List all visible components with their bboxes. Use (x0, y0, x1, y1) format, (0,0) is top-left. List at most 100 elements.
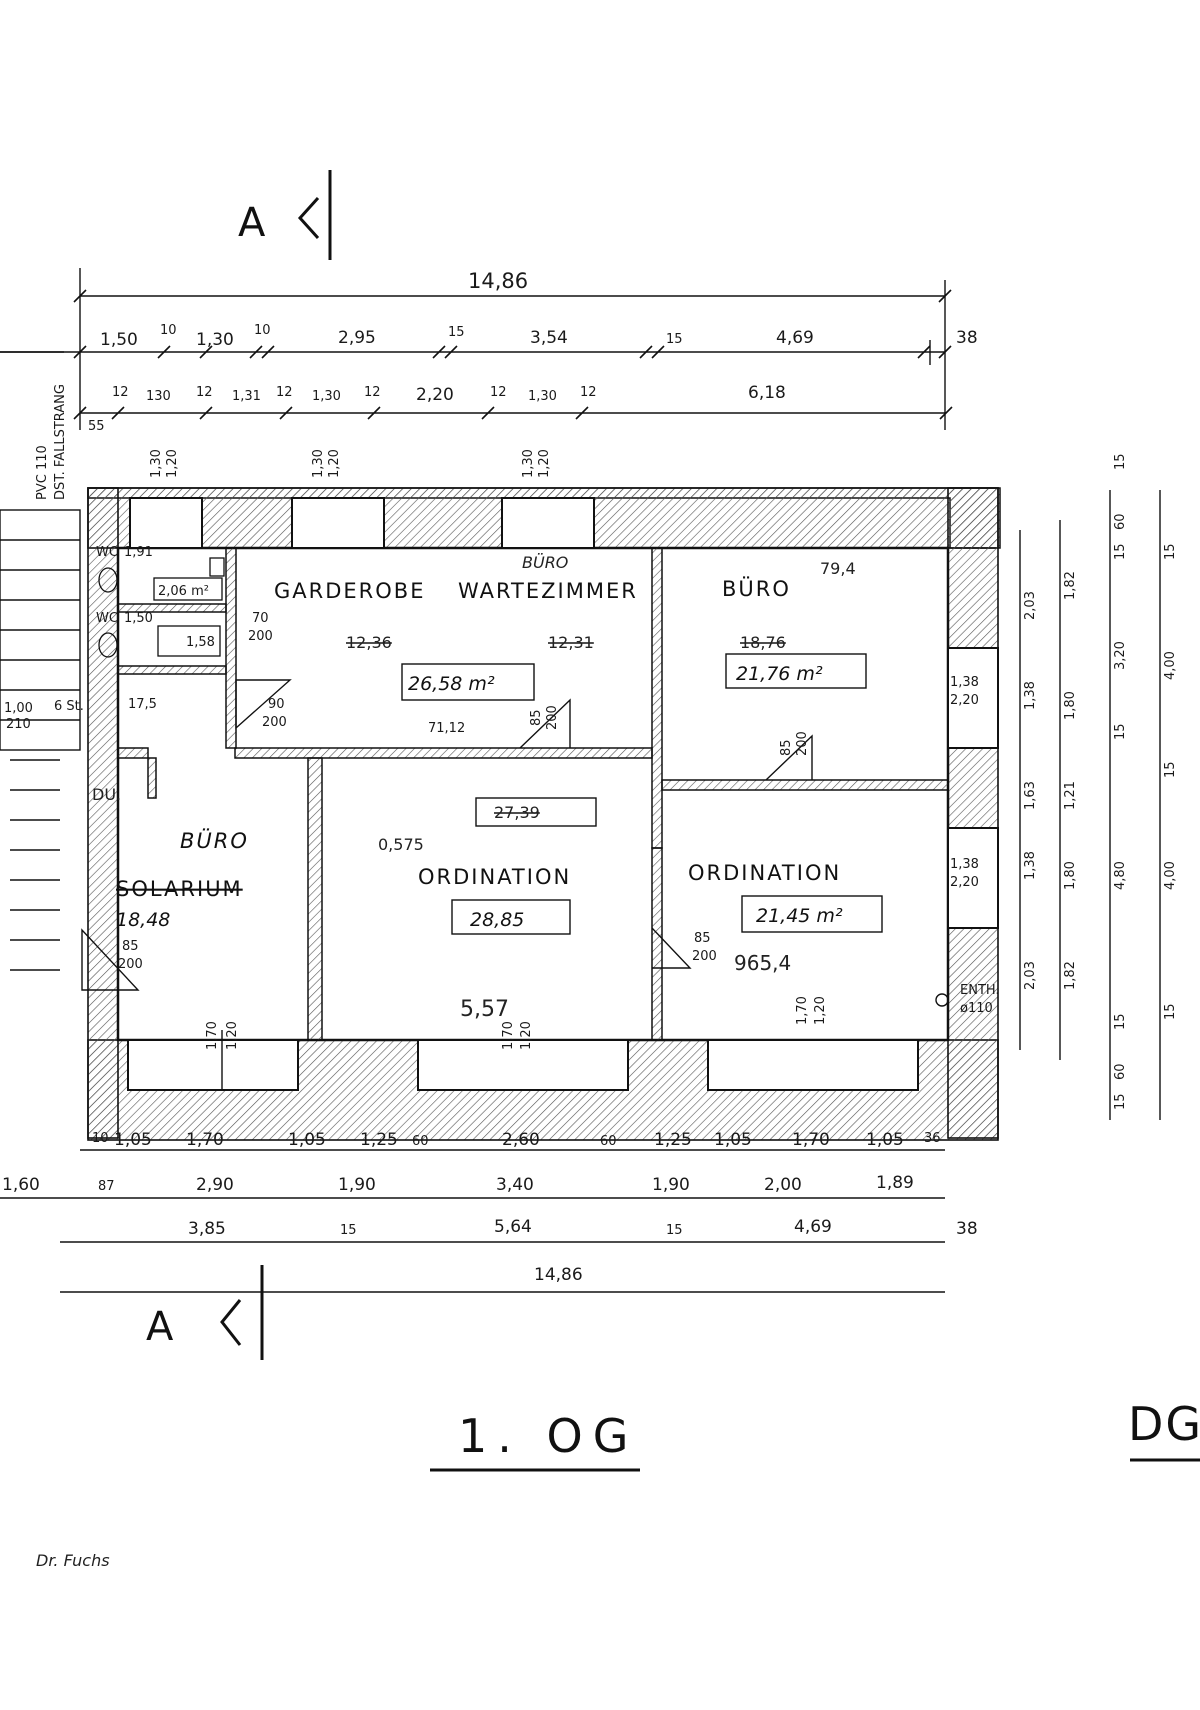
window-height-marks: 1,30 1,20 1,30 1,20 1,30 1,20 (149, 449, 552, 478)
bot-r2-2: 87 (98, 1179, 115, 1194)
wh-2b: 1,20 (327, 449, 342, 478)
rc3-8: 15 (1113, 1093, 1128, 1110)
wh-3a: 1,30 (521, 449, 536, 478)
room-solarium: SOLARIUM (116, 877, 243, 901)
buero-ne-old-area: 18,76 (740, 633, 786, 652)
bot-r1-1: 10 (92, 1131, 109, 1146)
top-dim-7: 3,54 (530, 328, 568, 348)
bot-r1-9: 1,25 (654, 1130, 692, 1150)
building-outline (87, 487, 1001, 1141)
heating-left: 0,575 (378, 835, 424, 854)
rc3-7: 60 (1113, 1063, 1128, 1080)
rc3-6: 15 (1113, 1013, 1128, 1030)
heating-ord: 5,57 (460, 997, 509, 1022)
top-dim-5: 2,95 (338, 328, 376, 348)
rc2-5: 1,82 (1063, 961, 1078, 990)
door-sol-h: 200 (118, 957, 143, 972)
signature: Dr. Fuchs (36, 1551, 110, 1570)
bottom-dimensions: 10 1,05 1,70 1,05 1,25 60 2,60 60 1,25 1… (0, 1130, 978, 1293)
garderobe-old-area: 12,36 (346, 633, 392, 652)
area-794: 79,4 (820, 559, 856, 578)
rc2-2: 1,80 (1063, 691, 1078, 720)
room-du: DU. (92, 785, 121, 804)
rooms: GARDEROBE BÜRO WARTEZIMMER 12,36 12,31 2… (92, 553, 883, 1022)
room-solarium-buero: BÜRO (180, 828, 249, 853)
room-buero-wait: BÜRO (522, 553, 568, 572)
rc2-4: 1,80 (1063, 861, 1078, 890)
top-row2-7: 12 (364, 385, 381, 400)
wartezimmer-old-area: 12,31 (548, 633, 594, 652)
section-marker-top: A (238, 170, 332, 260)
sill-1b: 1,20 (225, 1021, 240, 1050)
bot-r2-4: 1,90 (338, 1175, 376, 1195)
top-dim-8: 15 (666, 332, 683, 347)
sheet-title: 1. OG DG Dr. Fuchs (36, 1397, 1200, 1570)
top-row2-6: 1,30 (312, 389, 341, 404)
rc1-2: 1,38 (1023, 681, 1038, 710)
rc1-1: 2,03 (1023, 591, 1038, 620)
wc2-label: WC (96, 611, 118, 626)
rc2-1: 1,82 (1063, 571, 1078, 600)
top-row2-10: 1,30 (528, 389, 557, 404)
toilet-icon-2 (98, 632, 118, 658)
room-ordination-right: ORDINATION (688, 861, 841, 885)
win-bot-b: 2,20 (950, 875, 979, 890)
rc1-5: 2,03 (1023, 961, 1038, 990)
sill-1a: 1,70 (205, 1021, 220, 1050)
heating-ord2: 965,4 (734, 951, 791, 975)
top-row2-2: 130 (146, 389, 171, 404)
win-bot-a: 1,38 (950, 857, 979, 872)
bot-r3-6: 38 (956, 1219, 978, 1239)
right-dimensions: 2,03 1,38 1,63 1,38 2,03 1,82 1,80 1,21 … (1019, 453, 1178, 1120)
bot-r2-7: 2,00 (764, 1175, 802, 1195)
top-row2-5: 12 (276, 385, 293, 400)
rc4-4: 4,00 (1163, 861, 1178, 890)
rc-top: 15 (1113, 453, 1128, 470)
win-top-b: 2,20 (950, 693, 979, 708)
rc3-3: 3,20 (1113, 641, 1128, 670)
bot-r2-3: 2,90 (196, 1175, 234, 1195)
rc4-3: 15 (1163, 761, 1178, 778)
bot-r2-8: 1,89 (876, 1173, 914, 1193)
section-marker-letter-top: A (238, 200, 266, 246)
wc1-label: WC (96, 545, 118, 560)
top-row2-1: 12 (112, 385, 129, 400)
bot-r1-10: 1,05 (714, 1130, 752, 1150)
wc1-area: 2,06 m² (158, 584, 209, 599)
bot-overall: 14,86 (534, 1265, 583, 1285)
top-row2-11: 12 (580, 385, 597, 400)
door-ord-h: 200 (692, 949, 717, 964)
top-dim-9: 4,69 (776, 328, 814, 348)
top-dim-4: 10 (254, 323, 271, 338)
sill-3a: 1,70 (795, 996, 810, 1025)
wh-1a: 1,30 (149, 449, 164, 478)
top-dim-3: 1,30 (196, 330, 234, 350)
doors: 90 200 85 200 85 200 85 200 85 200 (81, 679, 813, 991)
door-ord-w: 85 (694, 931, 711, 946)
section-marker-bottom: A (146, 1265, 264, 1360)
top-row2-12: 6,18 (748, 383, 786, 403)
wc1-dim: 1,91 (124, 545, 153, 560)
bot-r1-7: 2,60 (502, 1130, 540, 1150)
toilet-icon-1 (98, 567, 118, 593)
garderobe-warte-area: 26,58 m² (408, 673, 495, 695)
vent-icon (935, 993, 949, 1007)
top-row2-4: 1,31 (232, 389, 261, 404)
bot-r1-5: 1,25 (360, 1130, 398, 1150)
sill-heights: 1,70 1,20 1,70 1,20 1,70 1,20 (205, 996, 828, 1090)
wh-3b: 1,20 (537, 449, 552, 478)
top-dim-6: 15 (448, 325, 465, 340)
top-row2-9: 12 (490, 385, 507, 400)
stair-steps: 6 St. (54, 699, 84, 714)
bot-r1-8: 60 (600, 1134, 617, 1149)
solarium-area: 18,48 (116, 909, 170, 931)
top-left-small: 55 (88, 419, 105, 434)
right-window-labels: 1,38 2,20 1,38 2,20 ENTH. ø110 (935, 675, 1000, 1016)
room-garderobe: GARDEROBE (274, 579, 425, 603)
door-wait-w: 85 (529, 709, 544, 726)
rc4-1: 15 (1163, 543, 1178, 560)
left-annotation: PVC 110 DST. FALLSTRANG (0, 351, 68, 500)
enth-label: ENTH. (960, 983, 1000, 998)
bot-r2-1: 1,60 (2, 1175, 40, 1195)
